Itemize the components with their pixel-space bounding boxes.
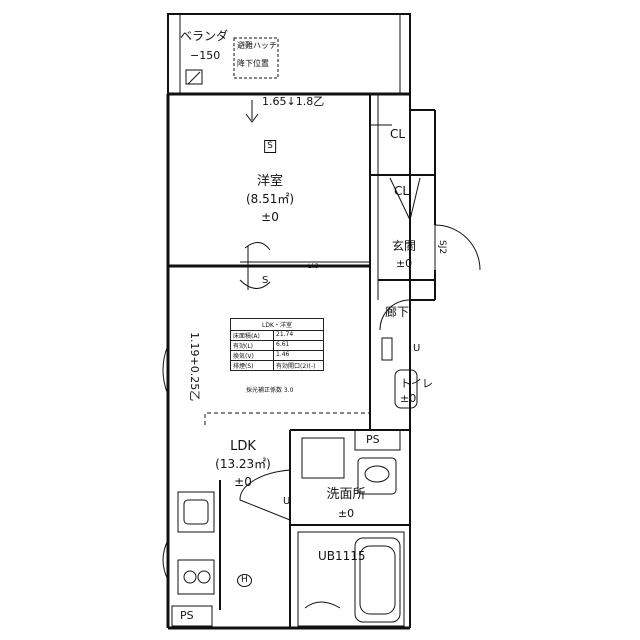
area-table-note: 採光補正係数 3.0 bbox=[246, 387, 294, 394]
kitchen-stove bbox=[177, 559, 215, 595]
balcony-level: −150 bbox=[190, 49, 221, 62]
toilet-level: ±0 bbox=[400, 392, 417, 405]
ps-lower-label: PS bbox=[180, 609, 194, 622]
smoke-detector-mark: S bbox=[264, 140, 276, 153]
hatch-label-2: 降下位置 bbox=[237, 59, 269, 68]
beam-mark: Ll.3 bbox=[308, 263, 319, 270]
ceiling-height-marks: 1.65↓1.8乙 bbox=[262, 95, 325, 108]
table-row: 床面積(A) 21.74 bbox=[231, 331, 323, 341]
balcony-label: ベランダ bbox=[180, 29, 229, 43]
western-room-level: ±0 bbox=[261, 210, 279, 224]
washroom-door-arc bbox=[239, 469, 291, 521]
corridor-label: 廊下 bbox=[385, 305, 410, 319]
toilet-fixture bbox=[394, 369, 418, 409]
western-room-name: 洋室 bbox=[256, 174, 284, 189]
washer-mark: U bbox=[413, 343, 421, 354]
table-value: 21.74 bbox=[276, 331, 294, 338]
table-key: 床面積(A) bbox=[231, 331, 274, 340]
entrance-name: 玄関 bbox=[391, 239, 417, 253]
fridge-mark: U bbox=[283, 496, 291, 507]
ldk-name: LDK bbox=[230, 439, 256, 454]
heat-detector-mark: H bbox=[237, 574, 252, 587]
kitchen-sink bbox=[177, 491, 215, 533]
table-row: 有効(L) 6.61 bbox=[231, 341, 323, 351]
drain-box bbox=[185, 69, 203, 85]
table-value: 6.61 bbox=[276, 341, 290, 348]
hatch-box bbox=[233, 37, 279, 79]
washroom-name: 洗面所 bbox=[326, 487, 366, 502]
western-room-area: (8.51㎡) bbox=[245, 192, 295, 206]
wash-basin bbox=[357, 457, 397, 495]
area-table: LDK・洋室 床面積(A) 21.74 有効(L) 6.61 換気(V) 1.4… bbox=[230, 318, 324, 371]
table-value: 有効開口(2)(-) bbox=[276, 363, 316, 370]
entrance-step-mark: SJ2 bbox=[437, 240, 447, 255]
sensor-mark: S bbox=[262, 275, 269, 286]
unit-bath-label: UB1115 bbox=[318, 549, 366, 563]
entrance-door-arc bbox=[434, 224, 481, 271]
ldk-area: (13.23㎡) bbox=[215, 457, 271, 471]
table-key: 排煙(S) bbox=[231, 361, 274, 370]
ps-upper-label: PS bbox=[366, 433, 380, 446]
ps-lower-box bbox=[171, 605, 213, 627]
ldk-level: ±0 bbox=[234, 475, 252, 489]
area-table-title: LDK・洋室 bbox=[231, 319, 323, 331]
bathtub bbox=[354, 537, 401, 623]
toilet-name: トイレ bbox=[400, 377, 433, 390]
hatch-label-1: 避難ハッチ bbox=[237, 41, 277, 50]
entrance-level: ±0 bbox=[395, 257, 413, 270]
fridge-space bbox=[301, 437, 345, 479]
table-value: 1.46 bbox=[276, 351, 290, 358]
table-key: 有効(L) bbox=[231, 341, 274, 350]
closet-b-label: CL bbox=[394, 184, 410, 198]
ldk-height-mark: 1.19+0.25乙 bbox=[188, 332, 201, 402]
washroom-level: ±0 bbox=[337, 507, 355, 520]
closet-a-label: CL bbox=[390, 127, 406, 141]
table-key: 換気(V) bbox=[231, 351, 274, 360]
unit-bath bbox=[297, 531, 405, 627]
toilet-door-arc bbox=[379, 299, 411, 331]
table-row: 排煙(S) 有効開口(2)(-) bbox=[231, 361, 323, 370]
table-row: 換気(V) 1.46 bbox=[231, 351, 323, 361]
